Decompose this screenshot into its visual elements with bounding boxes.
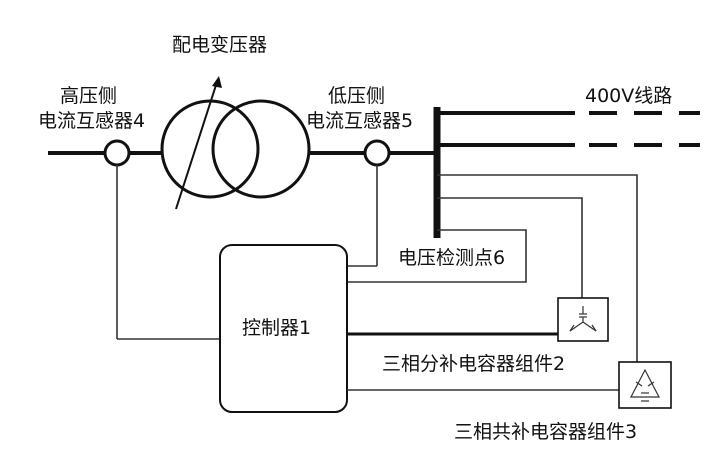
hv-ct-label: 电流互感器4: [38, 110, 145, 132]
transformer-label: 配电变压器: [172, 34, 267, 56]
line-400v-label: 400V线路: [585, 85, 672, 107]
transformer-secondary-coil: [211, 99, 311, 199]
controller-box: [219, 244, 348, 413]
transformer-primary-coil: [160, 99, 260, 199]
split-capacitor-symbol: [569, 306, 597, 332]
common-capacitor-symbol: [630, 368, 660, 402]
controller-label: 控制器1: [242, 317, 311, 339]
common-cap-feed-wire: [437, 174, 638, 362]
cap-split-label: 三相分补电容器组件2: [382, 353, 565, 375]
lv-ct-label: 电流互感器5: [306, 110, 413, 132]
lv-side-label: 低压侧: [328, 85, 385, 107]
voltage-point-label: 电压检测点6: [398, 247, 505, 269]
voltage-detect-wire: [347, 229, 527, 283]
hv-side-label: 高压侧: [60, 85, 117, 107]
split-cap-feed-wire: [437, 197, 583, 298]
lv-current-transformer: [363, 139, 391, 167]
transformer-tap-arrow: [175, 81, 218, 210]
split-capacitor-box: [557, 297, 609, 342]
hv-current-transformer: [103, 139, 131, 167]
transformer-arrow-head: [212, 76, 222, 88]
cap-common-label: 三相共补电容器组件3: [454, 421, 637, 443]
